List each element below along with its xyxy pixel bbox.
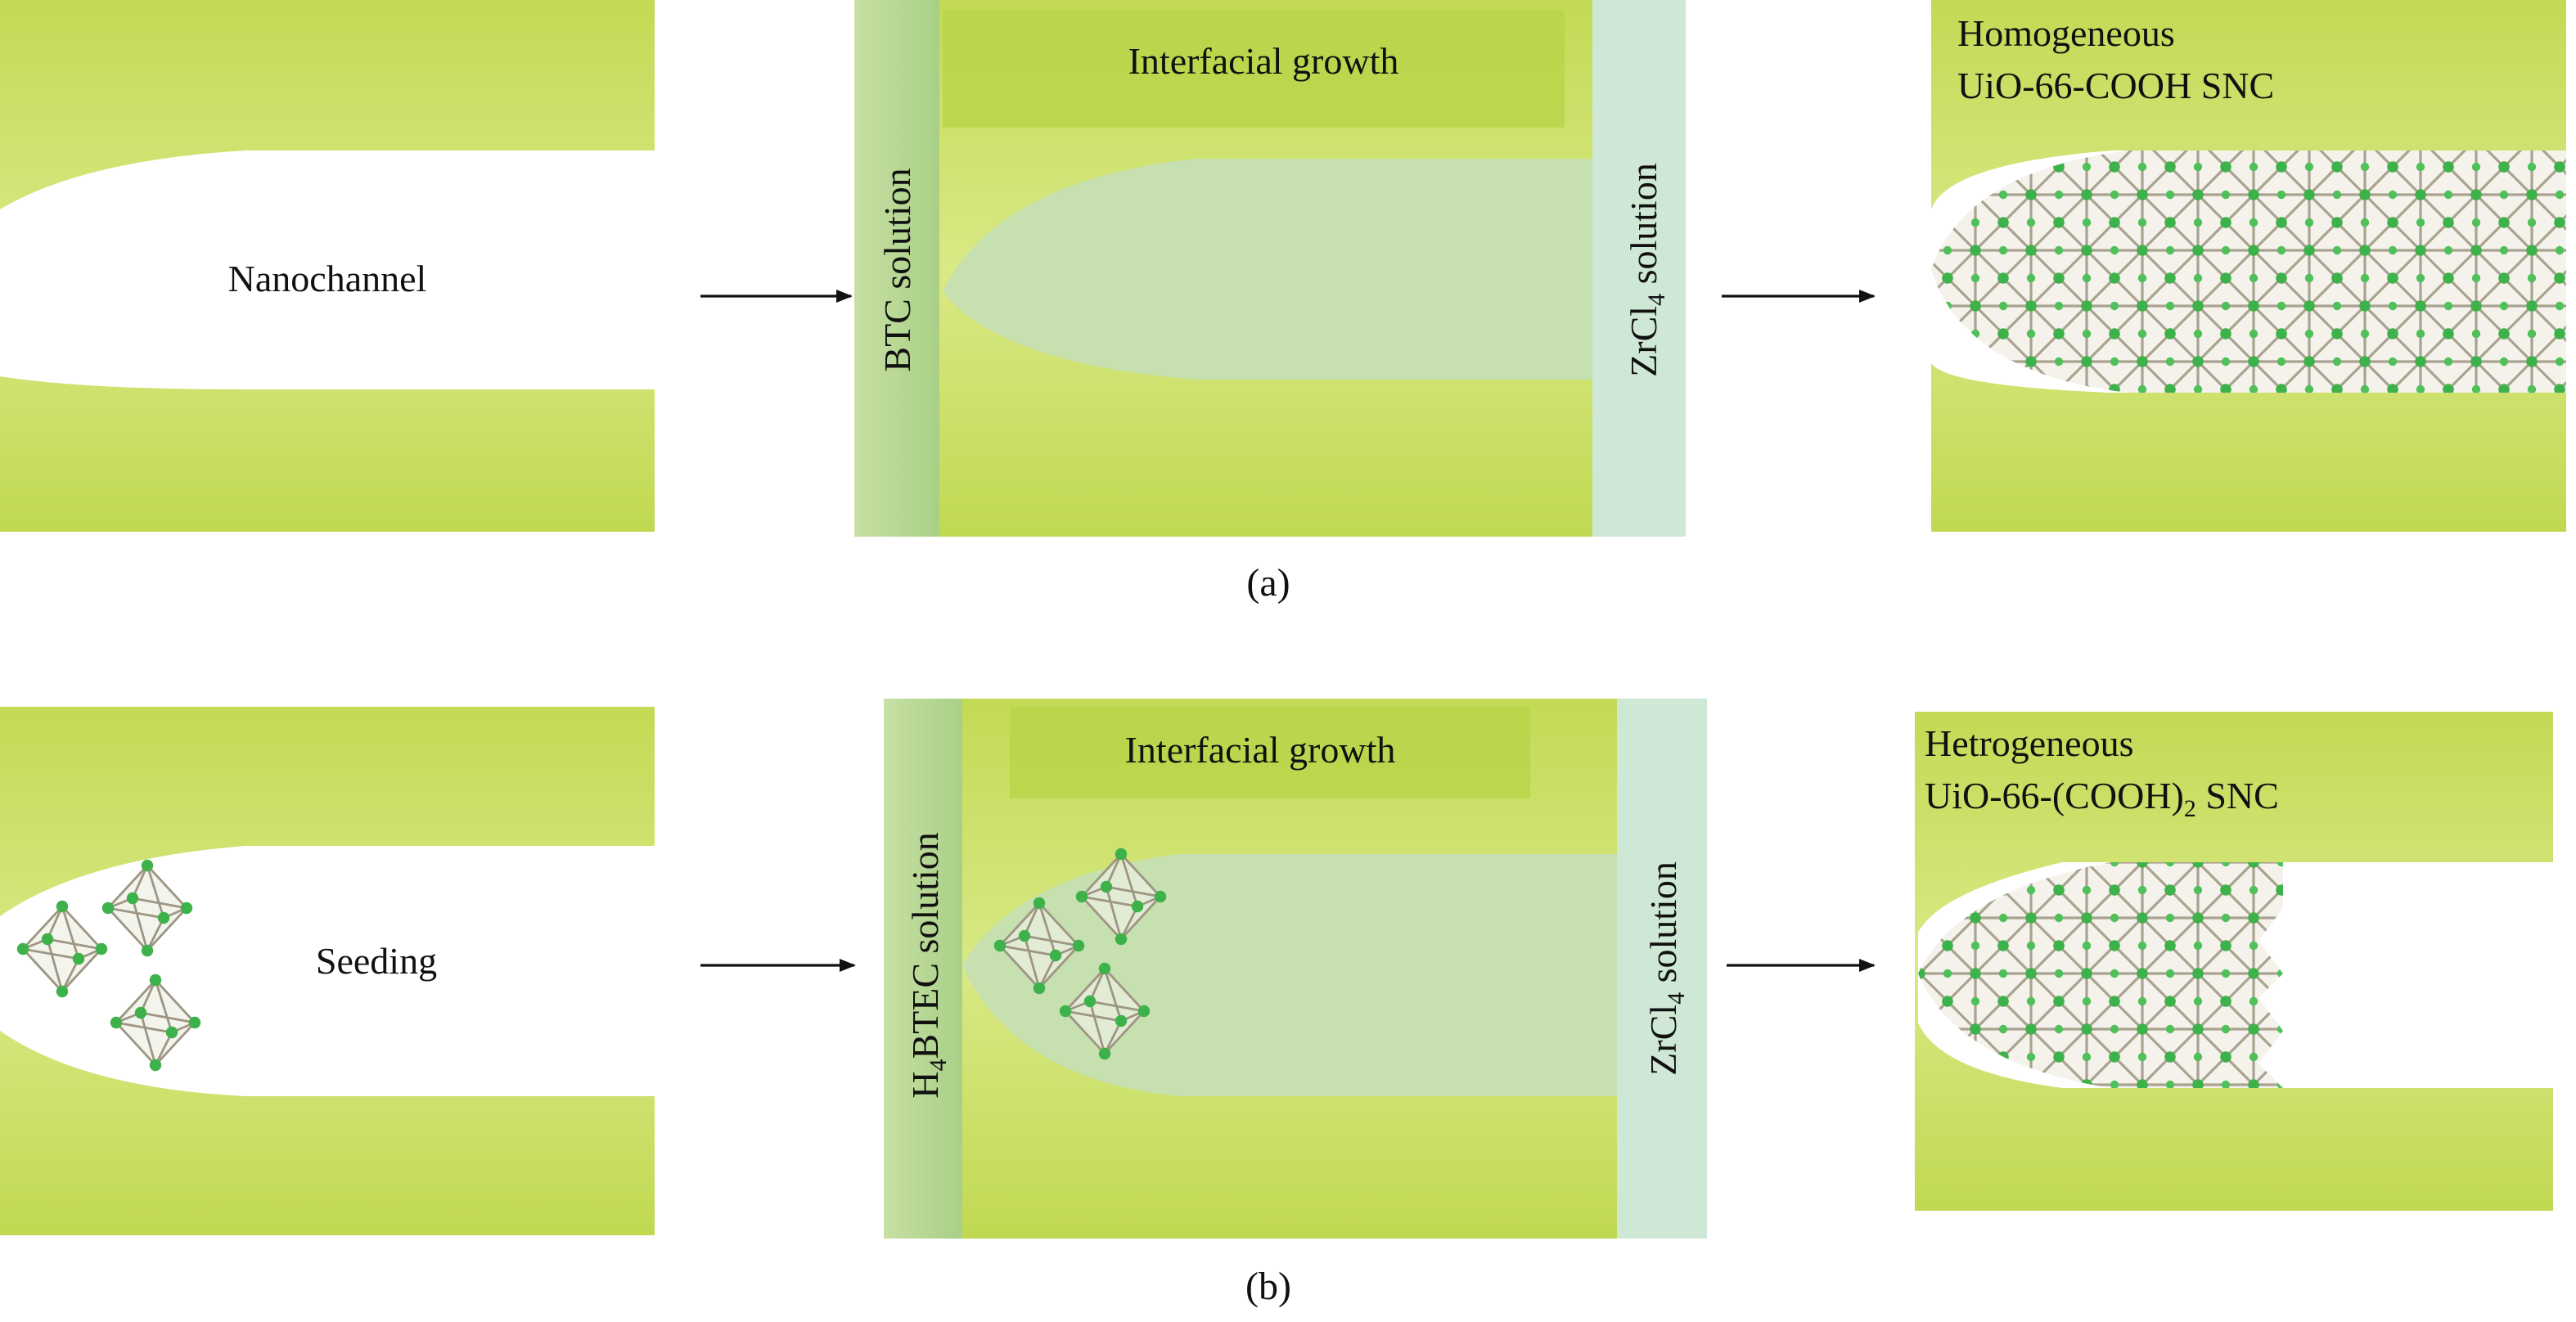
zr-node <box>126 892 139 905</box>
heterogeneous-label: Hetrogeneous <box>1925 722 2133 764</box>
zrcl4-solution-strip-b <box>1617 699 1707 1239</box>
octahedron-seed <box>993 897 1085 995</box>
zr-node <box>1072 939 1085 952</box>
zr-node <box>180 902 193 915</box>
zr-node <box>993 939 1007 952</box>
zr-node <box>1115 933 1128 946</box>
panel-a-interfacial-growth: Interfacial growth BTC solution ZrCl4 so… <box>854 0 1686 537</box>
zr-node <box>188 1016 201 1029</box>
octahedron-seed <box>110 974 201 1072</box>
zr-node <box>1033 897 1046 910</box>
btc-solution-strip <box>854 0 939 537</box>
zrcl4-solution-label-b: ZrCl4 solution <box>1642 861 1690 1076</box>
growth-front-b <box>962 854 1617 1096</box>
octahedron-seed <box>16 900 108 998</box>
zr-node <box>1098 1047 1111 1060</box>
panel-b-seeding: Seeding <box>0 707 655 1235</box>
zr-node <box>56 985 69 998</box>
zr-node <box>1049 949 1062 962</box>
panel-b-interfacial-growth: Interfacial growth H4BTEC solution ZrCl4… <box>884 699 1707 1239</box>
zr-node <box>134 1006 147 1019</box>
zrcl4-solution-label-a: ZrCl4 solution <box>1623 163 1670 377</box>
zr-node <box>72 952 85 965</box>
zr-node <box>1033 982 1046 995</box>
panel-b-heterogeneous-snc: Hetrogeneous UiO-66-(COOH)2 SNC <box>1915 712 2553 1211</box>
uio-66-cooh-snc-label: UiO-66-COOH SNC <box>1957 65 2274 106</box>
panel-a-nanochannel: Nanochannel <box>0 0 655 532</box>
nanochannel-opening <box>0 151 655 389</box>
zr-node <box>101 902 115 915</box>
zr-node <box>1018 929 1031 942</box>
octahedron-seed <box>101 859 193 957</box>
zr-node <box>1083 995 1097 1008</box>
h4btec-solution-strip <box>884 699 962 1239</box>
zr-node <box>95 942 108 956</box>
zr-node <box>1137 1005 1151 1018</box>
caption-a: (a) <box>1246 561 1290 605</box>
nanochannel-label: Nanochannel <box>228 258 427 299</box>
uio-66-cooh2-lattice <box>1918 862 2283 1088</box>
zr-node <box>1131 900 1144 913</box>
zr-node <box>157 911 170 924</box>
zr-node <box>1075 890 1088 903</box>
zr-node <box>1100 880 1113 893</box>
interfacial-growth-label-b: Interfacial growth <box>1125 729 1396 771</box>
octahedron-seed <box>1075 848 1167 946</box>
zr-node <box>141 944 154 957</box>
zr-node <box>16 942 29 956</box>
zr-node <box>41 933 54 946</box>
seed-crystals <box>16 859 201 1072</box>
homogeneous-label: Homogeneous <box>1957 12 2175 54</box>
h4btec-solution-label: H4BTEC solution <box>904 832 952 1099</box>
octahedron-seed <box>1059 962 1151 1060</box>
panel-a-homogeneous-snc: Homogeneous UiO-66-COOH SNC <box>1931 0 2566 532</box>
zr-node <box>1098 962 1111 975</box>
zr-node <box>1115 1014 1128 1027</box>
uio-66-cooh2-snc-label: UiO-66-(COOH)2 SNC <box>1925 775 2279 822</box>
zr-node <box>149 974 162 987</box>
zrcl4-solution-strip <box>1592 0 1686 537</box>
seed-crystals-in-channel <box>993 848 1167 1060</box>
btc-solution-label: BTC solution <box>876 168 918 371</box>
zr-node <box>1115 848 1128 861</box>
uio-66-cooh-lattice <box>1931 151 2566 393</box>
growth-front <box>943 159 1592 380</box>
growth-region-b <box>1010 707 1530 798</box>
zr-node <box>1059 1005 1072 1018</box>
seeding-label: Seeding <box>316 940 437 982</box>
zr-node <box>56 900 69 913</box>
zr-node <box>141 859 154 872</box>
interfacial-growth-label-a: Interfacial growth <box>1128 40 1399 82</box>
growth-region <box>943 10 1565 128</box>
zr-node <box>165 1026 178 1039</box>
zr-node <box>149 1059 162 1072</box>
caption-b: (b) <box>1245 1265 1291 1308</box>
zr-node <box>1154 890 1167 903</box>
zr-node <box>110 1016 123 1029</box>
